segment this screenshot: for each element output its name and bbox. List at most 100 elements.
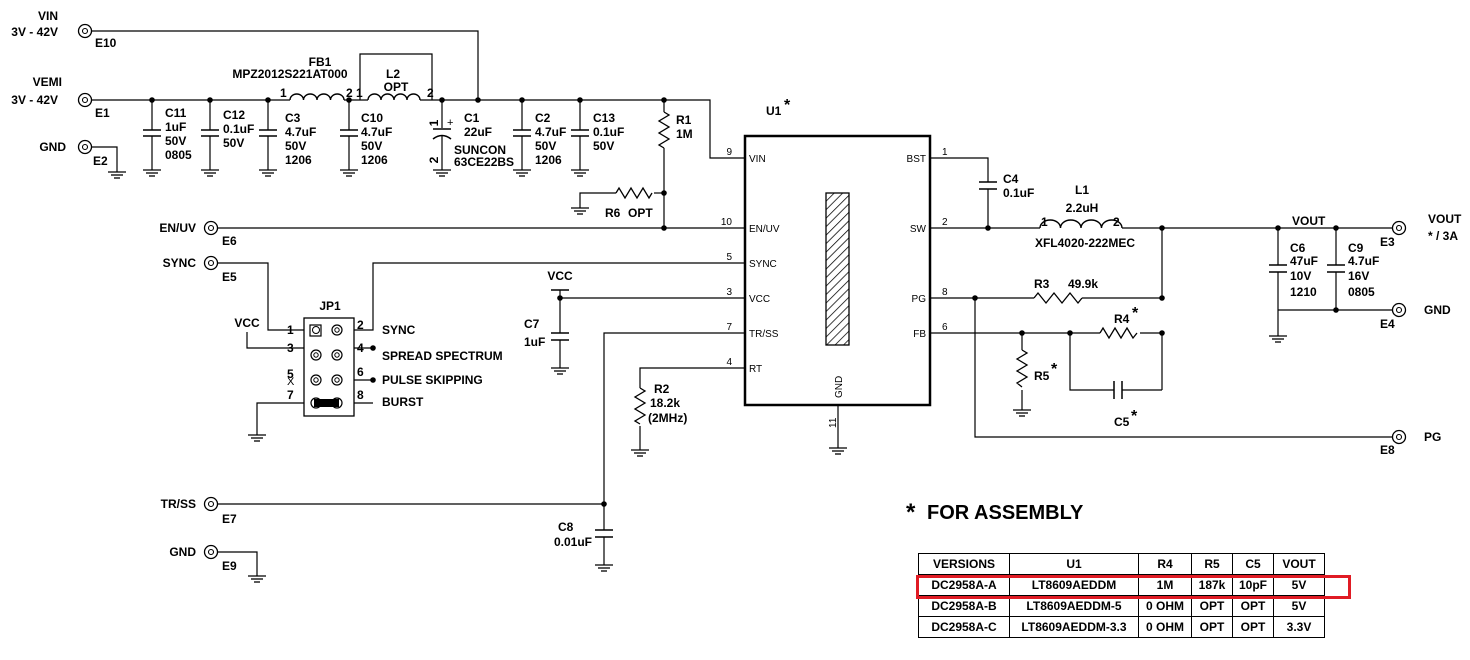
cell: LT8609AEDDM-3.3 [1009,616,1139,638]
jp1-pin3: 3 [287,341,294,355]
jp1-label-spread: SPREAD SPECTRUM [382,349,503,363]
c7-value: 1uF [524,335,545,349]
tr-ss-label: TR/SS [161,497,196,511]
c2-v2: 50V [535,139,556,153]
c7-ref: C7 [524,317,540,331]
junctions [149,97,1339,507]
c6-ref: C6 [1290,241,1306,255]
fb1-ref: FB1 [309,55,332,69]
c8-value: 0.01uF [554,535,592,549]
c12-v2: 50V [223,136,244,150]
u1-pin-sw-num: 2 [942,217,948,228]
gnd-e9-label: GND [169,545,196,559]
r6-ref: R6 [605,206,621,220]
r3-zigzag [1033,291,1083,305]
c11-v2: 50V [165,134,186,148]
c3-ref: C3 [285,111,301,125]
u1-ref: U1 [766,104,782,118]
e8-label: E8 [1380,443,1395,457]
u1-pin-rt-num: 4 [726,357,732,368]
jp1-label-burst: BURST [382,395,424,409]
r3-value: 49.9k [1068,277,1098,291]
c1-v3: 63CE22BS [454,155,514,169]
inductors [289,93,1123,229]
u1-pin-vin-num: 9 [726,147,732,158]
cell: 0 OHM [1138,616,1192,638]
c13-v2: 50V [593,139,614,153]
r1-zigzag [657,111,671,149]
c4-value: 0.1uF [1003,186,1034,200]
u1-pin-sync-num: 5 [726,252,732,263]
c9-v3: 0805 [1348,285,1375,299]
c5-star: * [1131,408,1138,425]
wires [92,30,1392,576]
table-row: DC2958A-C LT8609AEDDM-3.3 0 OHM OPT OPT … [918,616,1326,638]
jp1-x-mark: X [287,376,295,388]
u1-pin-vin-name: VIN [749,154,766,165]
e1-label: E1 [95,106,110,120]
c1-ref: C1 [464,111,480,125]
c10-v3: 1206 [361,153,388,167]
c10-ref: C10 [361,111,383,125]
u1-pin-fb-num: 6 [942,322,948,333]
u1-pin-vcc-num: 3 [726,287,732,298]
l1-ref: L1 [1075,183,1089,197]
sync-label: SYNC [163,256,197,270]
cell: 5V [1273,595,1326,617]
r5-zigzag [1015,349,1029,388]
cell: 10pF [1231,574,1275,596]
u1-pin-sync-name: SYNC [749,259,777,270]
c6-v3: 1210 [1290,285,1317,299]
cell: 5V [1273,574,1326,596]
l1-pin2: 2 [1113,215,1120,229]
u1-pin-rt-name: RT [749,364,762,375]
table-row: DC2958A-B LT8609AEDDM-5 0 OHM OPT OPT 5V [918,595,1326,617]
c6-v2: 10V [1290,269,1311,283]
resistors [615,111,1138,425]
jp1-pin5: 5 [287,367,294,381]
col-versions: VERSIONS [918,553,1010,575]
jp1-pin7: 7 [287,388,294,402]
u1-pin-pg-num: 8 [942,287,948,298]
c10-v2: 50V [361,139,382,153]
c9-v2: 16V [1348,269,1369,283]
r4-ref: R4 [1114,312,1130,326]
c2-ref: C2 [535,111,551,125]
cell: LT8609AEDDM [1009,574,1139,596]
r3-ref: R3 [1034,277,1050,291]
c3-v2: 50V [285,139,306,153]
gnd-e2-label: GND [39,140,66,154]
c13-v1: 0.1uF [593,125,624,139]
e10-label: E10 [95,36,117,50]
c1-v2: SUNCON [454,143,506,157]
u1-pin-pg-name: PG [912,294,927,305]
ground-symbols [107,169,1288,583]
c1-pin1: 1 [427,119,441,126]
cell: OPT [1231,616,1275,638]
c13-ref: C13 [593,111,615,125]
vin-label: VIN [38,9,58,23]
c11-v3: 0805 [165,148,192,162]
u1-pin-bst-name: BST [907,154,926,165]
jp1-ref: JP1 [319,299,341,313]
fb1-value: MPZ2012S221AT000 [232,67,348,81]
c3-v1: 4.7uF [285,125,316,139]
en-uv-label: EN/UV [159,221,196,235]
e7-label: E7 [222,512,237,526]
u1-pin-en-num: 10 [721,217,733,228]
l1-part: XFL4020-222MEC [1035,236,1135,250]
jp1-pin6: 6 [357,365,364,379]
gnd-e4-label: GND [1424,303,1451,317]
c11-ref: C11 [165,106,187,120]
assembly-title: FOR ASSEMBLY [927,502,1084,524]
r4-zigzag [1099,326,1138,340]
c4-ref: C4 [1003,172,1019,186]
col-u1: U1 [1009,553,1139,575]
e2-label: E2 [93,154,108,168]
u1-pin-gnd-name: GND [834,376,845,398]
e6-label: E6 [222,234,237,248]
u1-pin-trss-name: TR/SS [749,329,779,340]
e5-label: E5 [222,270,237,284]
u1-pin-bst-num: 1 [942,147,948,158]
